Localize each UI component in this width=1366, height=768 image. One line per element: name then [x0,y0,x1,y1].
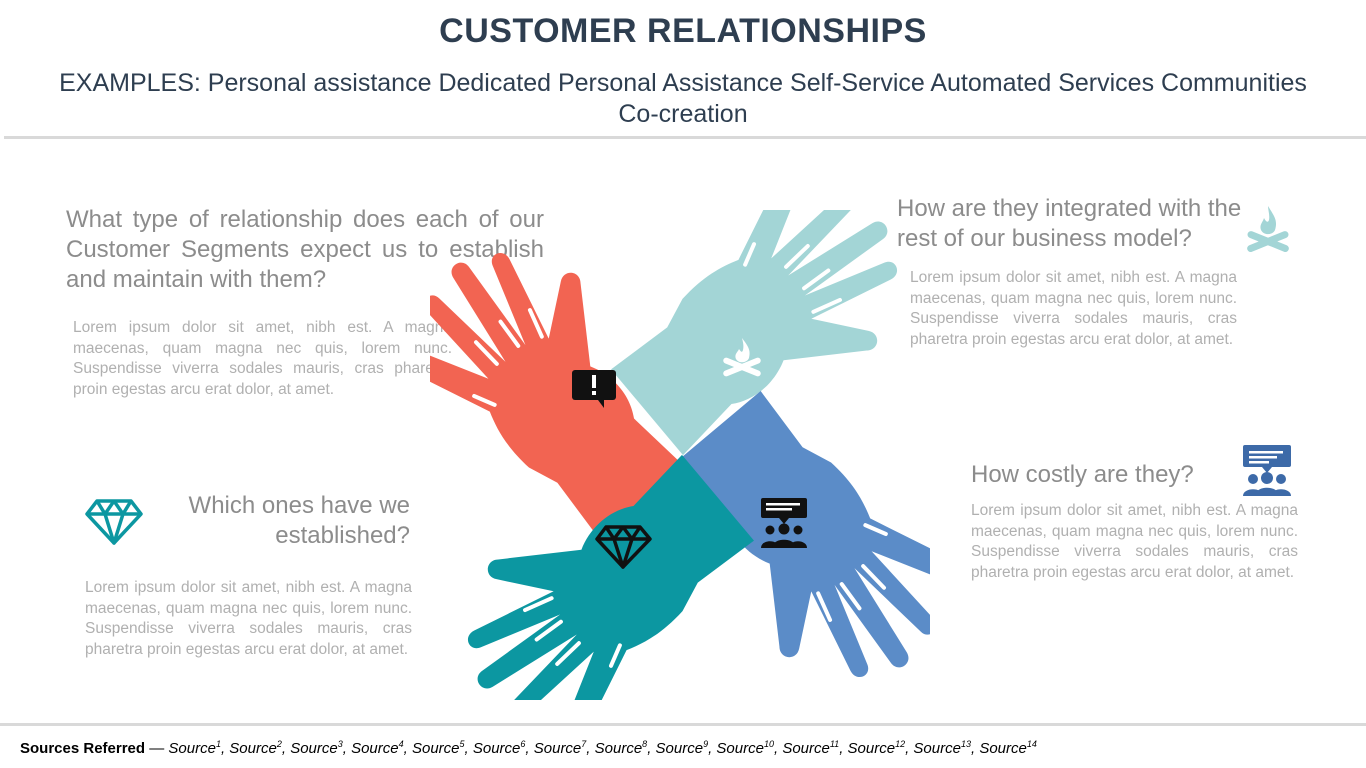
source-item[interactable]: Source14 [979,739,1037,757]
alert-speech-bubble-icon [572,370,616,408]
sources-dash: — [145,740,169,757]
diamond-icon [595,525,652,569]
source-number: 10 [763,739,774,749]
source-item[interactable]: Source6 [472,739,526,757]
body-bottom-left: Lorem ipsum dolor sit amet, nibh est. A … [85,579,412,658]
body-top-right: Lorem ipsum dolor sit amet, nibh est. A … [910,269,1237,348]
source-number: 1 [215,739,221,749]
hands-illustration [430,210,930,700]
source-number: 6 [520,739,526,749]
sources-list: Source1, Source2, Source3, Source4, Sour… [168,739,1037,757]
question-top-right: How are they integrated with the rest of… [897,195,1242,252]
source-item[interactable]: Source8 [594,739,648,757]
sources-label: Sources Referred [20,740,146,757]
source-item[interactable]: Source5 [411,739,465,757]
source-number: 3 [337,739,343,749]
source-item[interactable]: Source13 [913,739,971,757]
source-number: 9 [703,739,709,749]
page-subtitle: EXAMPLES: Personal assistance Dedicated … [59,69,1307,128]
source-number: 5 [459,739,465,749]
question-top-left: What type of relationship does each of o… [66,206,544,293]
source-item[interactable]: Source1 [168,739,221,757]
body-top-left: Lorem ipsum dolor sit amet, nibh est. A … [73,319,452,398]
presentation-group-icon [1243,445,1291,496]
source-item[interactable]: Source9 [655,739,709,757]
footer-divider [0,723,1366,726]
red-hand [430,210,717,567]
diamond-icon [85,499,143,545]
header-divider [4,136,1366,139]
source-number: 4 [398,739,404,749]
source-number: 7 [581,739,587,749]
dark-teal-hand [430,423,782,700]
sources-line: Sources Referred — Source1, Source2, Sou… [20,739,1037,757]
source-number: 12 [895,739,906,749]
source-item[interactable]: Source4 [351,739,404,757]
source-number: 13 [960,739,971,749]
source-number: 14 [1026,739,1037,749]
source-number: 2 [276,739,282,749]
source-item[interactable]: Source11 [782,739,840,757]
source-item[interactable]: Source3 [290,739,343,757]
source-number: 11 [829,739,840,749]
question-bottom-left: Which ones have we established? [188,492,410,549]
question-bottom-right: How costly are they? [971,461,1194,488]
source-item[interactable]: Source2 [229,739,282,757]
campfire-icon [1247,206,1289,252]
page-title: CUSTOMER RELATIONSHIPS [439,12,927,50]
presentation-group-icon [761,498,807,548]
source-item[interactable]: Source10 [716,739,774,757]
source-item[interactable]: Source12 [847,739,906,757]
light-teal-hand [583,210,930,487]
source-number: 8 [642,739,648,749]
body-bottom-right: Lorem ipsum dolor sit amet, nibh est. A … [971,502,1298,581]
campfire-icon [723,338,761,377]
source-item[interactable]: Source7 [533,739,587,757]
blue-hand [643,363,930,700]
